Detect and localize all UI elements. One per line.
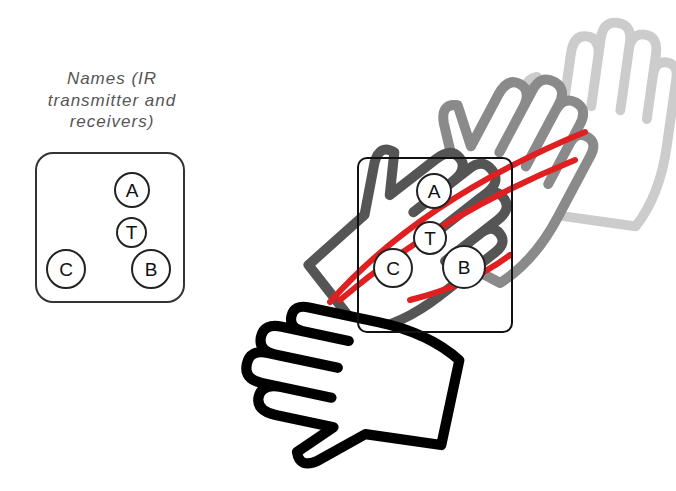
receiver-circle: C bbox=[46, 249, 86, 289]
receiver-circle: C bbox=[373, 248, 413, 288]
receiver-circle: B bbox=[131, 249, 171, 289]
receiver-circle: B bbox=[442, 245, 486, 289]
motion-arc bbox=[340, 160, 575, 300]
transmitter-circle: T bbox=[116, 217, 147, 248]
panel-heading: Names (IR transmitter and receivers) bbox=[32, 68, 192, 132]
part-name: A bbox=[428, 182, 441, 201]
sensor-device: A T C B bbox=[357, 157, 513, 333]
part-name: C bbox=[386, 259, 400, 278]
transmitter-circle: T bbox=[413, 221, 447, 255]
part-name: T bbox=[126, 223, 138, 242]
part-name: B bbox=[145, 260, 158, 279]
names-panel: Names (IR transmitter and receivers)ATCB bbox=[35, 152, 185, 303]
receiver-circle: A bbox=[114, 172, 150, 208]
receiver-circle: A bbox=[416, 173, 452, 209]
part-name: C bbox=[59, 260, 73, 279]
hand-outline bbox=[229, 297, 463, 490]
part-name: B bbox=[458, 258, 471, 277]
part-name: A bbox=[126, 181, 139, 200]
part-name: T bbox=[424, 229, 436, 248]
